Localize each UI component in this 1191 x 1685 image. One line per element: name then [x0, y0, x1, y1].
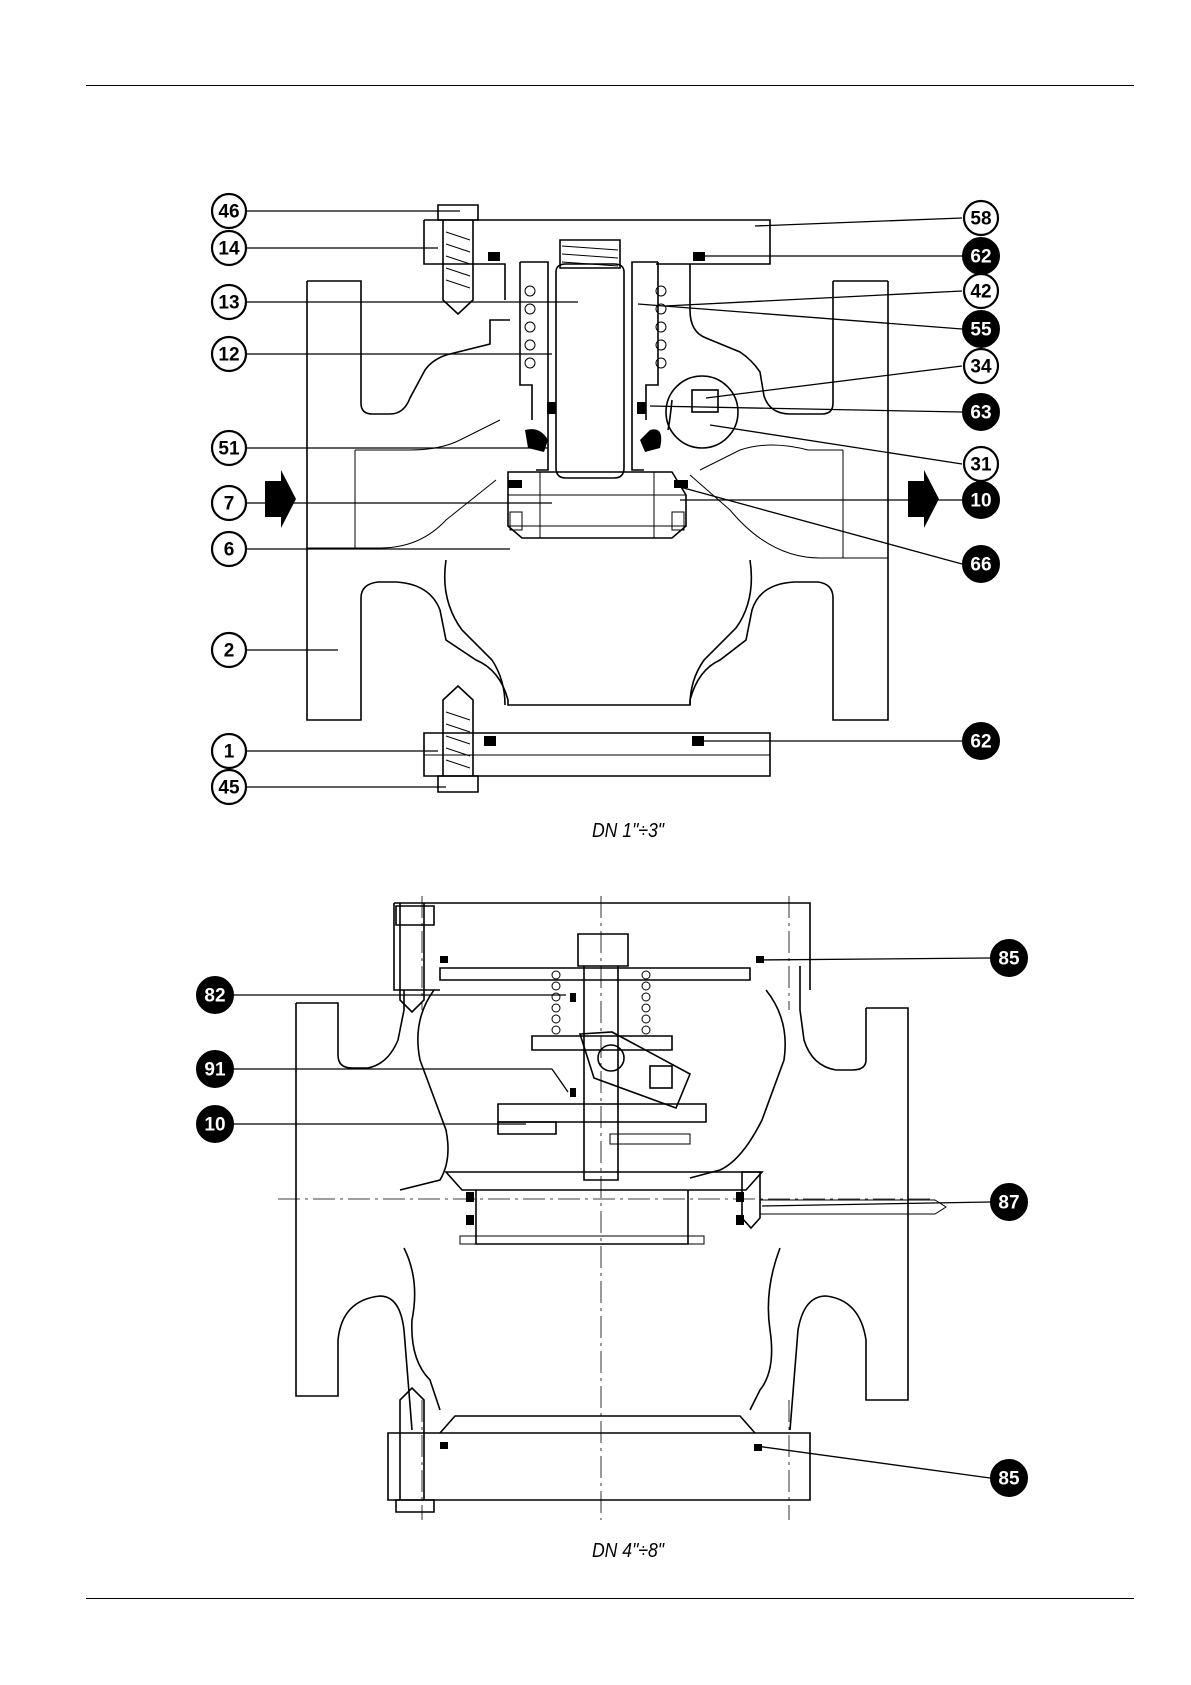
- svg-text:12: 12: [218, 345, 239, 366]
- flow-arrow-inlet: [265, 470, 296, 528]
- callout-bottom-right-87: 87: [991, 1184, 1027, 1220]
- callout-bottom-left-91: 91: [197, 1051, 233, 1087]
- callout-top-right-10: 10: [963, 482, 999, 518]
- svg-text:51: 51: [218, 439, 240, 460]
- callout-top-left-14: 14: [212, 231, 246, 265]
- callout-top-right-42: 42: [964, 274, 998, 308]
- svg-text:6: 6: [224, 540, 235, 561]
- svg-text:10: 10: [204, 1115, 225, 1136]
- callout-bottom-left-10: 10: [197, 1106, 233, 1142]
- callout-top-left-45: 45: [212, 770, 246, 804]
- svg-text:85: 85: [998, 1469, 1020, 1490]
- callout-top-right-34: 34: [964, 349, 998, 383]
- callout-top-right-62: 62: [963, 238, 999, 274]
- svg-text:63: 63: [970, 403, 991, 424]
- svg-text:66: 66: [970, 555, 991, 576]
- callout-group: 4614131251762145586242553463311066628291…: [197, 194, 1027, 1496]
- svg-text:45: 45: [218, 778, 240, 799]
- valve-drawing-large: [278, 896, 946, 1520]
- svg-text:91: 91: [204, 1060, 226, 1081]
- callout-top-left-12: 12: [212, 337, 246, 371]
- callout-top-left-2: 2: [212, 633, 246, 667]
- callout-top-right-62: 62: [963, 723, 999, 759]
- svg-text:62: 62: [970, 247, 991, 268]
- callout-top-right-55: 55: [963, 311, 999, 347]
- svg-text:13: 13: [218, 293, 239, 314]
- svg-text:2: 2: [224, 641, 235, 662]
- svg-text:34: 34: [970, 357, 992, 378]
- svg-text:42: 42: [970, 282, 991, 303]
- flow-arrow-outlet: [908, 470, 939, 528]
- callout-bottom-right-85: 85: [991, 940, 1027, 976]
- caption-dn-small: DN 1"÷3": [496, 820, 760, 843]
- callout-bottom-right-85: 85: [991, 1460, 1027, 1496]
- callout-bottom-left-82: 82: [197, 977, 233, 1013]
- callout-top-left-51: 51: [212, 431, 246, 465]
- svg-text:87: 87: [998, 1193, 1019, 1214]
- callout-top-right-58: 58: [964, 201, 998, 235]
- svg-text:58: 58: [970, 209, 991, 230]
- svg-text:7: 7: [224, 494, 235, 515]
- svg-text:46: 46: [218, 202, 239, 223]
- svg-text:82: 82: [204, 986, 225, 1007]
- callout-top-left-6: 6: [212, 532, 246, 566]
- svg-text:10: 10: [970, 491, 991, 512]
- svg-text:31: 31: [970, 455, 992, 476]
- callout-top-right-31: 31: [964, 447, 998, 481]
- svg-text:14: 14: [218, 239, 240, 260]
- callout-top-left-13: 13: [212, 285, 246, 319]
- svg-text:1: 1: [224, 742, 235, 763]
- callout-top-right-63: 63: [963, 394, 999, 430]
- svg-text:55: 55: [970, 320, 992, 341]
- svg-text:85: 85: [998, 949, 1020, 970]
- callout-top-left-46: 46: [212, 194, 246, 228]
- callout-top-right-66: 66: [963, 546, 999, 582]
- callout-top-left-1: 1: [212, 734, 246, 768]
- svg-text:62: 62: [970, 732, 991, 753]
- callout-top-left-7: 7: [212, 486, 246, 520]
- caption-dn-large: DN 4"÷8": [496, 1540, 760, 1563]
- valve-drawing-small: [265, 205, 939, 792]
